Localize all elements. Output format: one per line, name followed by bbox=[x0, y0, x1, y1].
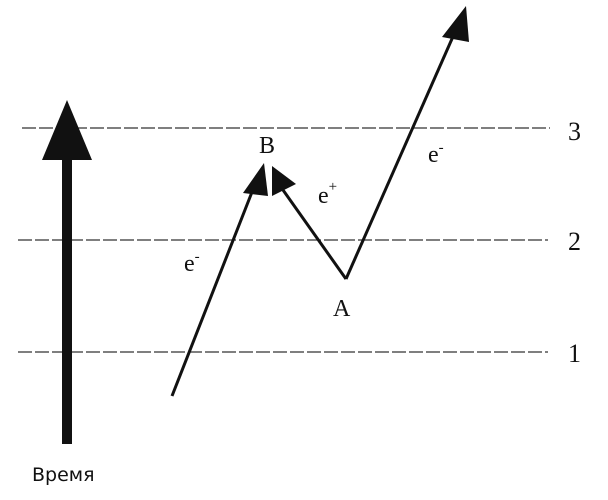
time-axis-label: Время bbox=[32, 464, 95, 486]
positron-label: e+ bbox=[318, 179, 337, 209]
level-label-1: 1 bbox=[568, 339, 581, 368]
point-label-b: B bbox=[259, 133, 275, 159]
electron-out-line bbox=[344, 6, 469, 280]
positron-line bbox=[272, 166, 348, 280]
electron-in-label: e- bbox=[184, 249, 200, 277]
time-axis-arrow bbox=[42, 100, 92, 444]
electron-in-line bbox=[170, 163, 268, 397]
point-label-a: A bbox=[333, 296, 351, 322]
level-label-2: 2 bbox=[568, 227, 581, 256]
electron-out-label: e- bbox=[428, 140, 444, 168]
level-label-3: 3 bbox=[568, 117, 581, 146]
